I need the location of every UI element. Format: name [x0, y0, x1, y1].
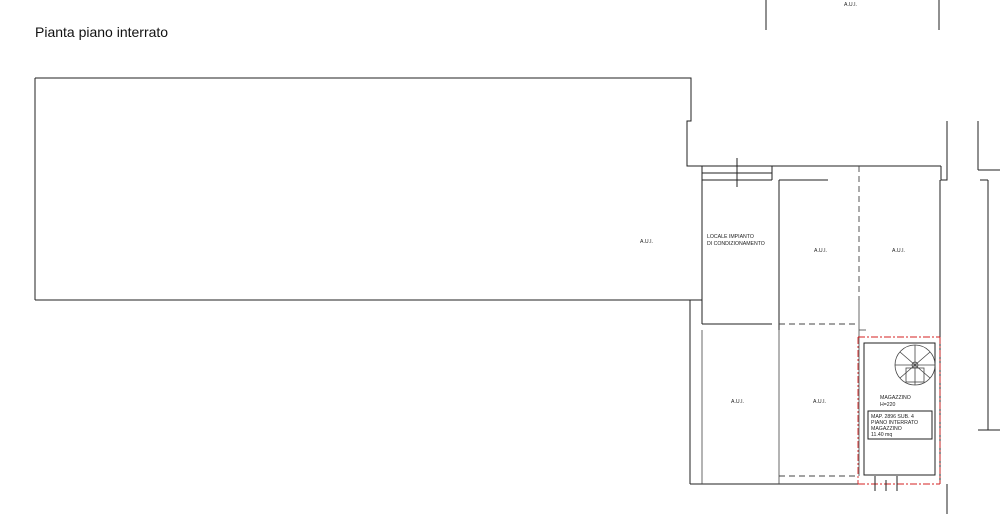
main-hall: A.U.I. — [34, 77, 702, 301]
label-locale-impianto-2: DI CONDIZIONAMENTO — [707, 241, 765, 247]
parcel-line-2: PIANO INTERRATO — [871, 420, 918, 426]
label-mid-upper: A.U.I. — [814, 248, 827, 254]
right-block-walls — [689, 121, 948, 514]
partitions — [701, 166, 866, 484]
parcel-line-3: MAGAZZINO — [871, 426, 902, 432]
magazzino-room: MAGAZZINO H=220 MAP. 2896 SUB. 4 PIANO I… — [857, 336, 941, 491]
parcel-line-4: 11.40 mq — [871, 432, 892, 438]
label-locale-impianto-1: LOCALE IMPIANTO — [707, 234, 754, 240]
label-magazzino: MAGAZZINO — [880, 395, 911, 401]
parcel-line-1: MAP. 2896 SUB. 4 — [871, 414, 914, 420]
label-mid-lower: A.U.I. — [813, 399, 826, 405]
label-top-strip: A.U.I. — [844, 2, 857, 8]
label-left-lower: A.U.I. — [731, 399, 744, 405]
parcel-info-box — [867, 410, 933, 440]
right-fragment — [977, 121, 1000, 431]
label-magazzino-height: H=220 — [880, 402, 896, 408]
spiral-staircase-icon — [894, 344, 936, 386]
plan-title: Pianta piano interrato — [35, 24, 168, 40]
label-main-hall: A.U.I. — [640, 239, 653, 245]
top-fragment: A.U.I. — [765, 0, 940, 30]
label-right-upper: A.U.I. — [892, 248, 905, 254]
